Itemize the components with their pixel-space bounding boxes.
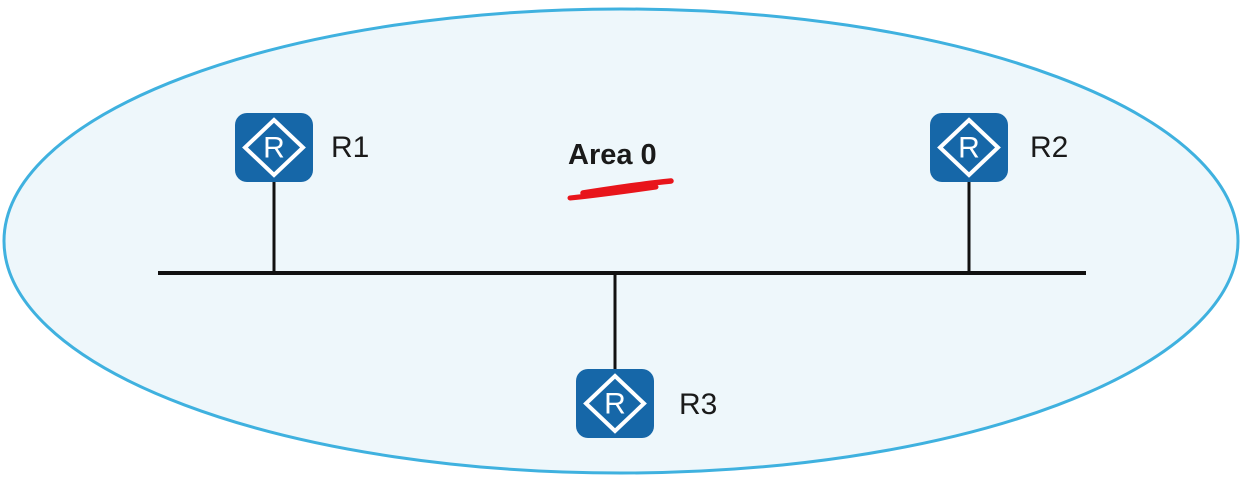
router-label-r1: R1 <box>331 131 370 164</box>
router-icon-diamond <box>583 373 647 434</box>
router-label-r2: R2 <box>1030 131 1069 164</box>
router-label-r3: R3 <box>679 388 718 421</box>
router-icon-body <box>930 113 1008 182</box>
router-icon: R <box>576 369 654 438</box>
router-icon-letter: R <box>604 388 626 421</box>
red-underline-annotation <box>567 178 674 201</box>
router-icon-diamond <box>242 117 306 178</box>
router-node-r3: R <box>576 369 654 438</box>
red-underline-upper-stroke <box>580 178 674 196</box>
router-icon-letter: R <box>958 132 980 165</box>
red-underline-lower-stroke <box>567 184 659 201</box>
router-icon: R <box>235 113 313 182</box>
router-icon-diamond <box>937 117 1001 178</box>
router-node-r2: R <box>930 113 1008 182</box>
router-icon-body <box>576 369 654 438</box>
router-icon: R <box>930 113 1008 182</box>
router-icon-body <box>235 113 313 182</box>
area-title: Area 0 <box>568 139 657 171</box>
router-icon-letter: R <box>263 132 285 165</box>
router-node-r1: R <box>235 113 313 182</box>
